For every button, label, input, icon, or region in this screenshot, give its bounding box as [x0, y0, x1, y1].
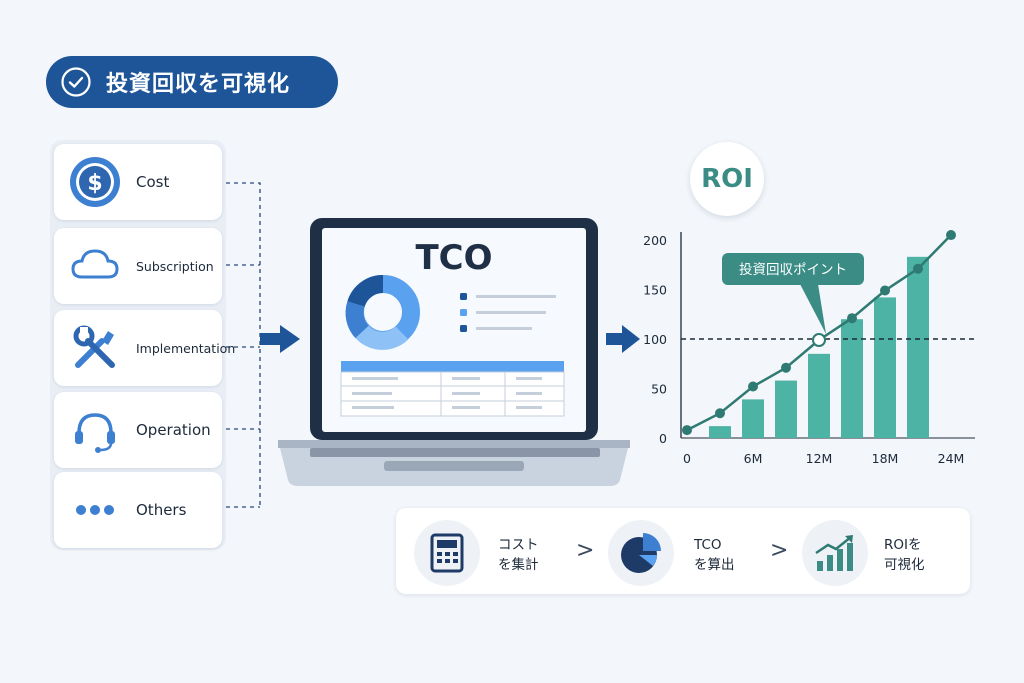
category-label: Others — [136, 501, 187, 519]
page-title: 投資回収を可視化 — [106, 72, 291, 97]
process-steps: コスト を集計 > TCO を算出 > ROIを 可視化 — [396, 508, 970, 594]
dollar-icon: $ — [68, 155, 122, 209]
category-connectors — [226, 182, 261, 508]
screen-legend — [460, 293, 556, 332]
y-tick-label: 200 — [643, 233, 667, 248]
growth-chart-icon — [802, 520, 868, 586]
step-3-text: ROIを 可視化 — [884, 537, 925, 573]
chart-bar — [775, 380, 797, 438]
flow-arrow-icon — [606, 325, 640, 353]
step-2-text: TCO を算出 — [694, 537, 735, 573]
payback-callout: 投資回収ポイント — [722, 253, 864, 334]
category-cost: $ Cost — [54, 144, 222, 220]
roi-chart: 0 50 100 150 200 0 6M 12M 18M 24M 投資回収ポイント — [643, 230, 975, 466]
headset-icon — [68, 403, 122, 457]
laptop-screen-title: TCO — [415, 238, 493, 278]
y-tick-label: 50 — [651, 382, 667, 397]
calculator-icon — [414, 520, 480, 586]
x-tick-label: 6M — [744, 451, 763, 466]
category-others: Others — [54, 472, 222, 548]
y-tick-label: 100 — [643, 332, 667, 347]
roi-badge: ROI — [690, 142, 764, 216]
category-implementation: Implementation — [54, 310, 235, 386]
chart-bar — [709, 426, 731, 438]
screen-table — [340, 361, 565, 417]
step-separator: > — [770, 538, 789, 563]
callout-text: 投資回収ポイント — [739, 262, 847, 278]
category-subscription: Subscription — [54, 228, 222, 304]
chart-point — [748, 381, 758, 392]
chart-point — [781, 362, 791, 373]
donut-chart-icon — [345, 274, 420, 350]
step-separator: > — [576, 538, 595, 563]
category-label: Implementation — [136, 340, 236, 356]
title-badge: 投資回収を可視化 — [46, 56, 338, 108]
category-label: Operation — [136, 421, 211, 439]
chart-point — [715, 408, 725, 419]
y-tick-label: 150 — [643, 283, 667, 298]
chart-point — [946, 230, 956, 241]
chart-point — [913, 263, 923, 274]
laptop-illustration — [278, 218, 630, 486]
x-tick-label: 18M — [872, 451, 899, 466]
svg-text:$: $ — [87, 171, 102, 196]
x-tick-label: 24M — [938, 451, 965, 466]
chart-point — [682, 425, 692, 436]
x-tick-label: 0 — [683, 451, 691, 466]
category-label: Subscription — [136, 258, 214, 274]
chart-bar — [841, 319, 863, 438]
chart-point — [847, 313, 857, 324]
payback-point — [812, 332, 826, 347]
chart-bar — [907, 256, 929, 438]
step-1-text: コスト を集計 — [498, 537, 539, 573]
chart-bar — [808, 353, 830, 438]
category-operation: Operation — [54, 392, 222, 468]
y-tick-label: 0 — [659, 431, 667, 446]
check-circle-icon — [61, 67, 91, 97]
tools-icon — [68, 321, 122, 375]
x-tick-label: 12M — [806, 451, 833, 466]
cloud-icon — [68, 239, 122, 293]
more-dots-icon — [68, 483, 122, 537]
chart-bar — [874, 297, 896, 438]
chart-bar — [742, 399, 764, 438]
pie-chart-icon — [608, 520, 674, 586]
category-label: Cost — [136, 173, 170, 191]
flow-arrow-icon — [260, 325, 300, 353]
chart-point — [880, 285, 890, 296]
